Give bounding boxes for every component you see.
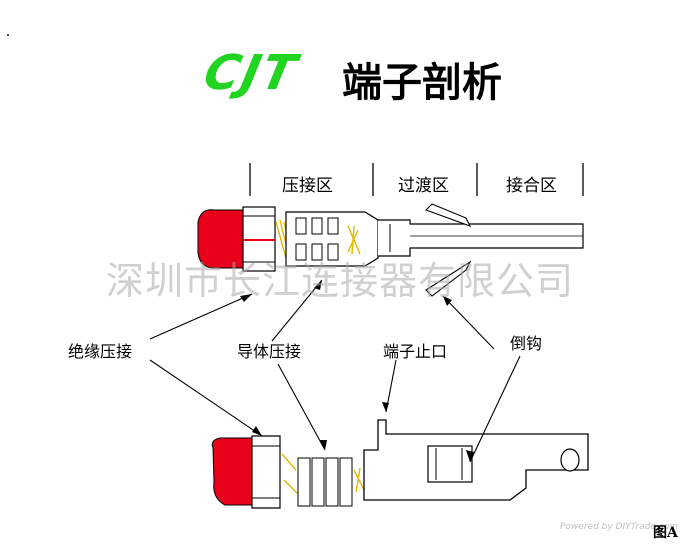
callout-lines: [149, 279, 521, 463]
label-conductor-crimp: 导体压接: [237, 342, 302, 361]
powered-by-watermark: Powered by DIYTrade.com: [560, 522, 678, 532]
zone-label-crimp: 压接区: [282, 176, 333, 196]
terminal-side-view: [211, 419, 589, 509]
corner-dot: [7, 34, 9, 36]
page-title: 端子剖析: [342, 59, 502, 106]
label-barb: 倒钩: [510, 334, 543, 353]
figure-label: 图A: [653, 525, 678, 541]
mounting-hole: [560, 448, 580, 472]
terminal-top-view: [197, 203, 584, 297]
label-insulation-crimp: 绝缘压接: [68, 342, 133, 361]
zone-label-mating: 接合区: [506, 176, 557, 196]
insulation-crimp-side: [251, 435, 281, 509]
barb-lower: [425, 260, 472, 297]
terminal-body-side: [363, 419, 589, 501]
company-watermark: 深圳市长江连接器有限公司: [106, 259, 575, 303]
conductor-crimp-top: [285, 211, 379, 267]
label-terminal-stop: 端子止口: [383, 342, 448, 361]
callout-arrowheads: [240, 280, 474, 462]
barb-window: [427, 445, 473, 483]
wire-insulation-side: [211, 437, 256, 506]
zone-label-transition: 过渡区: [398, 176, 449, 196]
barb-upper: [425, 203, 472, 227]
zone-dividers: [249, 163, 584, 196]
